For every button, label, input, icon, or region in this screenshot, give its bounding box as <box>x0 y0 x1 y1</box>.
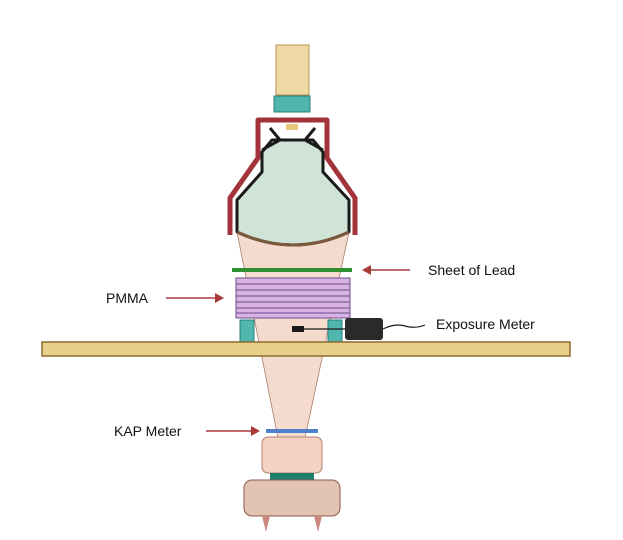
support-leg-right <box>314 516 322 532</box>
arrow-sheet-of-lead <box>362 265 410 275</box>
label-pmma: PMMA <box>106 290 148 306</box>
beam-edge-right <box>304 231 350 439</box>
exposure-meter-cable <box>382 324 426 330</box>
exposure-meter-box <box>345 318 383 340</box>
beam-edge-left <box>236 231 279 439</box>
exposure-meter-probe <box>292 326 304 332</box>
label-kap-meter: KAP Meter <box>114 423 182 439</box>
tube-anode <box>286 124 298 130</box>
top-box <box>275 44 310 96</box>
patient-table <box>41 341 571 357</box>
label-sheet-of-lead: Sheet of Lead <box>428 262 516 278</box>
tube-window <box>236 230 350 247</box>
support-block-left <box>239 319 255 343</box>
support-block-right <box>327 319 343 343</box>
kap-meter <box>266 429 318 433</box>
tube-neck-right <box>302 127 324 152</box>
support-cylinder <box>243 479 341 517</box>
tube-housing-outline <box>227 117 358 235</box>
detector-base <box>270 473 314 480</box>
pmma-stack <box>235 277 351 319</box>
label-exposure-meter: Exposure Meter <box>436 316 535 332</box>
tube-neck-left <box>261 127 283 152</box>
x-ray-tube <box>235 138 351 247</box>
support-leg-left <box>262 516 270 532</box>
arrow-kap-meter <box>206 426 260 436</box>
teal-connector <box>273 95 311 113</box>
detector-body <box>261 436 323 474</box>
arrow-pmma <box>166 293 224 303</box>
lead-sheet <box>232 268 352 272</box>
